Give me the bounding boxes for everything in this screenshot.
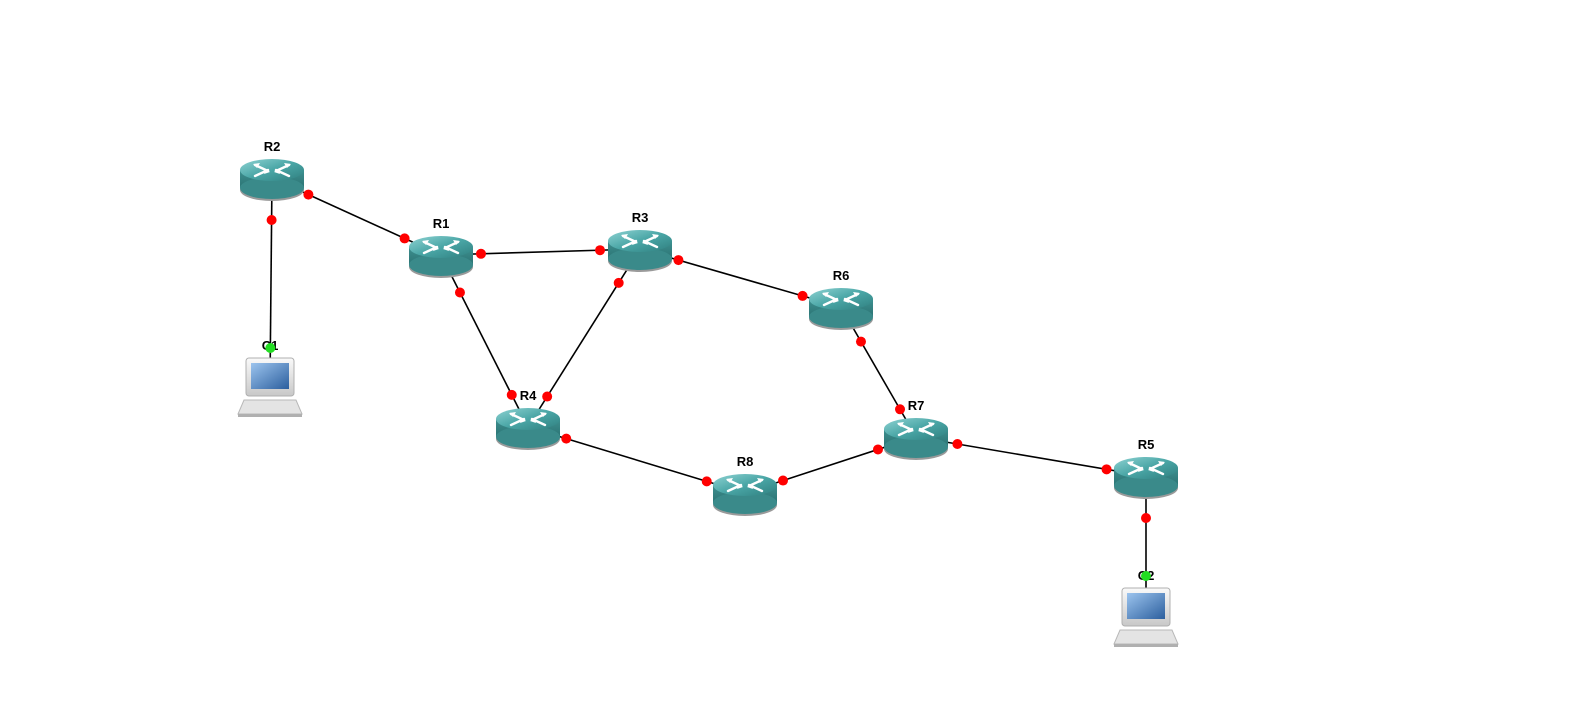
pc-screen: [251, 363, 289, 389]
router-icon: [884, 418, 948, 460]
node-label-r5: R5: [1138, 437, 1155, 452]
port-r3-to-r4: [613, 277, 624, 288]
pc-base: [1114, 644, 1178, 647]
router-top: [496, 408, 560, 430]
node-r3[interactable]: R3: [608, 210, 672, 272]
router-arrowheads: [422, 240, 460, 251]
node-r4[interactable]: R4: [496, 388, 560, 450]
port-r4-to-r1: [506, 389, 517, 400]
node-r8[interactable]: R8: [713, 454, 777, 516]
router-arrowheads: [897, 422, 935, 433]
router-top: [884, 418, 948, 440]
port-r7-to-r5: [952, 439, 963, 450]
port-r6-to-r3: [797, 290, 808, 301]
port-r1-to-r4: [454, 287, 465, 298]
router-base: [608, 248, 672, 270]
nodes-layer: R2R1R3R6R4R7R8R5C1C2: [237, 139, 1179, 647]
router-base: [409, 254, 473, 276]
router-arrowheads: [621, 234, 659, 245]
node-r6[interactable]: R6: [809, 268, 873, 330]
pc-keyboard: [237, 399, 303, 415]
router-top: [1114, 457, 1178, 479]
router-base: [240, 177, 304, 199]
link-r2-c1[interactable]: [269, 177, 273, 385]
router-top: [713, 474, 777, 496]
router-arrowheads: [253, 163, 291, 174]
node-label-r8: R8: [737, 454, 754, 469]
pc-screen: [1127, 593, 1165, 619]
port-r3-to-r6: [673, 255, 684, 266]
node-c2[interactable]: C2: [1113, 568, 1179, 647]
router-base: [713, 492, 777, 514]
router-arrowheads: [1127, 461, 1165, 472]
node-r2[interactable]: R2: [240, 139, 304, 201]
ports-layer: [265, 189, 1151, 581]
router-base: [884, 436, 948, 458]
router-arrowheads: [509, 412, 547, 423]
node-label-r4: R4: [520, 388, 537, 403]
port-r6-to-r7: [855, 336, 866, 347]
node-label-r1: R1: [433, 216, 450, 231]
router-top: [409, 236, 473, 258]
port-r7-to-r6: [895, 404, 906, 415]
port-r3-to-r1: [595, 245, 606, 256]
router-top: [240, 159, 304, 181]
router-icon: [1114, 457, 1178, 499]
router-top: [608, 230, 672, 252]
router-icon: [809, 288, 873, 330]
port-r5-to-c2: [1141, 513, 1151, 523]
router-arrowheads: [822, 292, 860, 303]
links-layer: [269, 177, 1147, 614]
computer-icon: [1113, 587, 1179, 647]
router-icon: [608, 230, 672, 272]
port-r8-to-r7: [778, 475, 789, 486]
link-r7-r5[interactable]: [915, 436, 1147, 477]
node-label-r6: R6: [833, 268, 850, 283]
router-icon: [240, 159, 304, 201]
port-r5-to-r7: [1101, 464, 1112, 475]
node-r1[interactable]: R1: [409, 216, 473, 278]
port-r2-to-r1: [303, 189, 314, 200]
computer-icon: [237, 357, 303, 417]
node-r5[interactable]: R5: [1114, 437, 1178, 499]
node-r7[interactable]: R7: [884, 398, 948, 460]
router-base: [1114, 475, 1178, 497]
link-r4-r8[interactable]: [527, 426, 746, 494]
link-r3-r6[interactable]: [639, 248, 842, 308]
node-label-r2: R2: [264, 139, 281, 154]
port-c2-to-r5: [1141, 571, 1151, 581]
port-r8-to-r4: [701, 476, 712, 487]
port-r1-to-r2: [399, 233, 410, 244]
port-r1-to-r3: [475, 248, 486, 259]
router-top: [809, 288, 873, 310]
port-r2-to-c1: [266, 214, 277, 225]
router-arrowheads: [726, 478, 764, 489]
link-r1-r3[interactable]: [440, 248, 641, 256]
port-r7-to-r8: [872, 444, 883, 455]
router-icon: [409, 236, 473, 278]
link-r1-r4[interactable]: [440, 254, 529, 428]
router-icon: [713, 474, 777, 516]
node-label-r3: R3: [632, 210, 649, 225]
port-c1-to-r2: [265, 343, 276, 354]
pc-keyboard: [1113, 629, 1179, 645]
router-base: [809, 306, 873, 328]
node-label-r7: R7: [908, 398, 925, 413]
router-base: [496, 426, 560, 448]
port-r4-to-r3: [542, 391, 553, 402]
pc-base: [238, 414, 302, 417]
port-r4-to-r8: [561, 433, 572, 444]
router-icon: [496, 408, 560, 450]
